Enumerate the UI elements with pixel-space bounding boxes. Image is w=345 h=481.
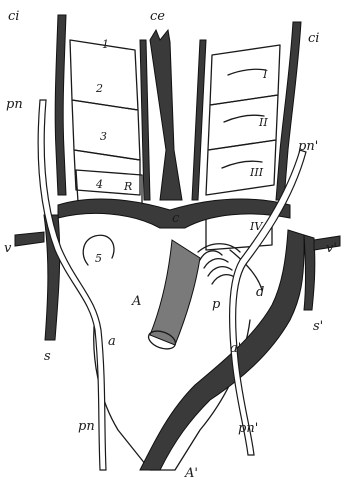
label-ce: ce <box>150 9 165 24</box>
label-arch-5: 5 <box>95 252 102 265</box>
label-arch-i: I <box>262 68 268 81</box>
label-arch-ii: II <box>258 116 268 129</box>
label-pn-top-left: pn <box>6 97 23 112</box>
right-subclavian-vessel <box>304 235 315 310</box>
label-arch-4: 4 <box>95 178 103 191</box>
label-pn-top-right: pn' <box>298 139 318 154</box>
label-pn-bottom-left: pn <box>78 419 95 434</box>
label-ci-right: ci <box>308 31 319 46</box>
left-carotid-vessel <box>55 15 66 195</box>
right-external-carotid <box>192 40 206 200</box>
label-arch-iii: III <box>249 166 264 179</box>
right-arch-iii-box <box>206 140 276 195</box>
label-arch-iv: IV <box>249 220 263 233</box>
label-arch-2: 2 <box>95 82 103 95</box>
label-p: p <box>212 297 221 312</box>
label-A: A <box>131 294 141 309</box>
label-pn-bottom-right: pn' <box>238 421 258 436</box>
label-ci-left: ci <box>8 9 19 24</box>
label-s-right: s' <box>313 319 323 334</box>
central-carotid-fork <box>150 30 182 200</box>
label-A-prime: A' <box>184 466 198 481</box>
label-a-prime: a' <box>230 341 241 356</box>
left-recurrent-vessel <box>15 232 44 246</box>
label-s-left: s <box>44 349 51 364</box>
label-d: d <box>256 285 264 300</box>
label-arch-3: 3 <box>100 130 107 143</box>
label-arch-1: 1 <box>102 38 109 51</box>
label-R: R <box>123 180 132 193</box>
label-v-left: v <box>4 241 12 256</box>
label-c: c <box>172 211 180 226</box>
aortic-root <box>150 240 200 345</box>
label-v-right: v' <box>326 241 337 256</box>
label-a: a <box>108 334 116 349</box>
